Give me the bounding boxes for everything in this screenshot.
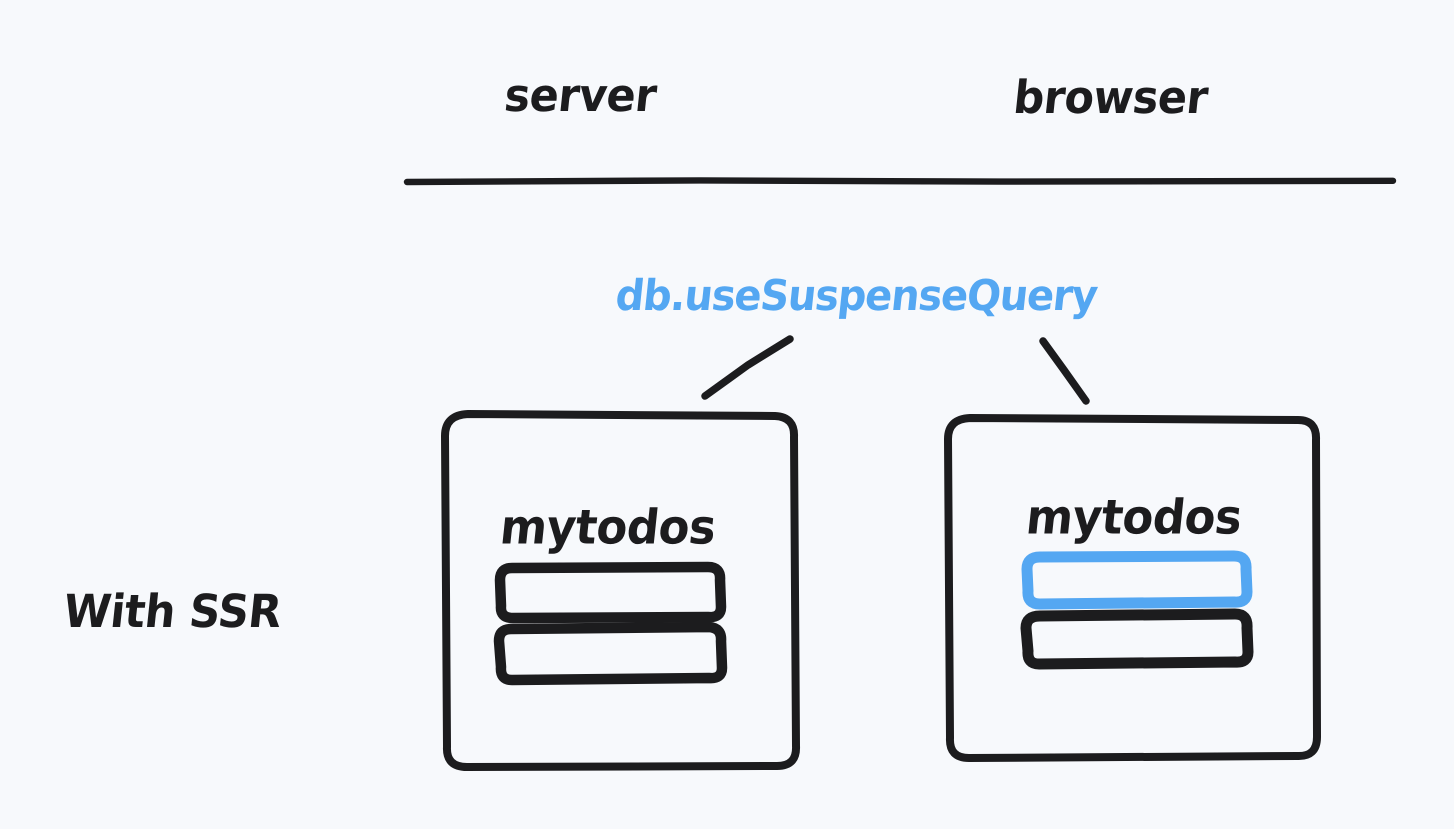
connector-line-browser (1039, 337, 1090, 405)
row-label-with-ssr: With SSR (60, 585, 284, 639)
connector-line-server (701, 335, 794, 400)
browser-todo-1[interactable] (1021, 550, 1253, 610)
column-header-browser: browser (1010, 71, 1211, 125)
annotation-label-use-suspense-query: db.useSuspenseQuery (613, 271, 1100, 321)
browser-card-title: mytodos (1023, 488, 1245, 545)
browser-todo-2[interactable] (1020, 608, 1254, 670)
browser-card[interactable] (944, 414, 1321, 762)
column-header-server: server (501, 69, 659, 123)
column-divider (403, 177, 1397, 186)
server-card[interactable] (441, 410, 801, 771)
server-card-title: mytodos (497, 498, 719, 555)
server-todo-1[interactable] (494, 561, 727, 624)
server-todo-2[interactable] (493, 621, 728, 686)
